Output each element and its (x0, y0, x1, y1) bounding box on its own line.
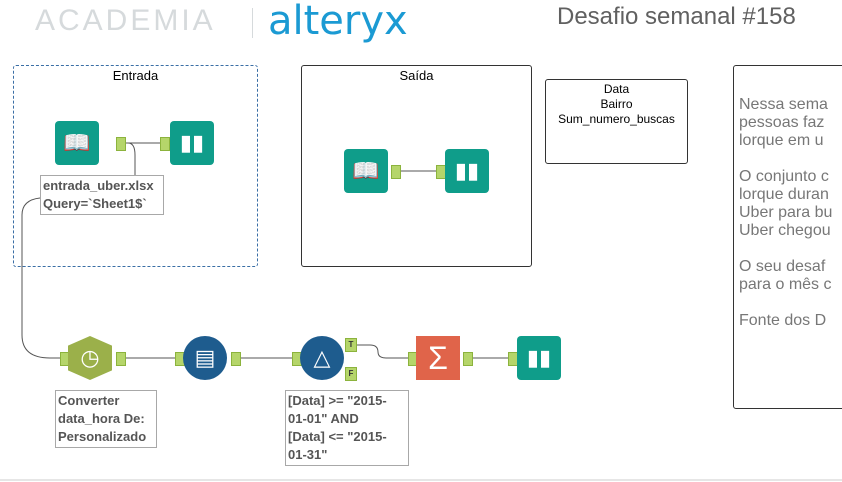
text-line: pessoas faz (739, 114, 825, 131)
text-line: lorque em u (739, 132, 824, 149)
binoculars-icon: ▮▮ (454, 158, 480, 183)
label-line: Personalizado (58, 429, 147, 444)
label-line: Query=`Sheet1$` (43, 196, 147, 211)
output-anchor[interactable] (463, 352, 473, 366)
description-box[interactable]: Nessa sema pessoas faz lorque em u O con… (733, 65, 842, 409)
container-title: Saída (399, 68, 434, 83)
false-anchor[interactable]: F (345, 367, 357, 381)
input-data-tool[interactable]: 📖 (55, 121, 99, 165)
book-icon: 📖 (63, 130, 91, 155)
text-line: Uber para bu (739, 204, 833, 221)
label-line: 01-31" (288, 447, 328, 462)
binoculars-icon: ▮▮ (526, 345, 552, 370)
logo-divider (252, 8, 253, 38)
text-line: O seu desaf (739, 258, 826, 275)
field-name: Bairro (600, 97, 633, 111)
text-line: lorque duran (739, 186, 829, 203)
sigma-icon: Σ (428, 339, 448, 376)
book-icon: 📖 (352, 158, 380, 183)
label-line: [Data] >= "2015- (288, 393, 387, 408)
logo-alteryx: alteryx (268, 0, 408, 44)
output-anchor[interactable] (391, 165, 401, 179)
output-anchor[interactable] (116, 137, 126, 151)
browse-tool[interactable]: ▮▮ (170, 121, 214, 165)
output-anchor[interactable] (116, 352, 126, 366)
select-tool[interactable]: ▤ (183, 336, 227, 380)
container-title: Entrada (112, 68, 159, 83)
text-line: para o mês c (739, 276, 832, 293)
datetime-tool[interactable]: ◷ (68, 336, 112, 380)
label-line: 01-01" AND (288, 411, 359, 426)
comment-box-fields[interactable]: Data Bairro Sum_numero_buscas (545, 79, 688, 164)
input-anchor[interactable] (160, 137, 170, 151)
text-input-tool[interactable]: 📖 (344, 149, 388, 193)
label-line: [Data] <= "2015- (288, 429, 387, 444)
text-line: O conjunto c (739, 168, 829, 185)
logo-academia: ACADEMIA (35, 4, 216, 37)
text-line: Nessa sema (739, 96, 828, 113)
input-tool-label: entrada_uber.xlsx Query=`Sheet1$` (40, 175, 164, 215)
clock-icon: ◷ (80, 345, 100, 370)
browse-tool[interactable]: ▮▮ (517, 336, 561, 380)
field-name: Data (603, 82, 630, 96)
filter-tool-label: [Data] >= "2015- 01-01" AND [Data] <= "2… (285, 390, 409, 466)
text-line: Uber chegou (739, 222, 831, 239)
container-entrada[interactable]: Entrada (13, 65, 258, 267)
summarize-tool[interactable]: Σ (416, 336, 460, 380)
filter-tool[interactable]: △ (300, 336, 344, 380)
datetime-tool-label: Converter data_hora De: Personalizado (55, 390, 157, 448)
browse-tool[interactable]: ▮▮ (445, 149, 489, 193)
field-name: Sum_numero_buscas (558, 112, 675, 126)
container-saida[interactable]: Saída (301, 65, 532, 267)
true-anchor[interactable]: T (345, 338, 357, 352)
binoculars-icon: ▮▮ (179, 130, 205, 155)
output-anchor[interactable] (231, 352, 241, 366)
prism-icon: △ (313, 345, 331, 370)
text-line: Fonte dos D (739, 312, 827, 329)
page-title: Desafio semanal #158 (557, 3, 796, 30)
select-icon: ▤ (194, 345, 216, 370)
label-line: Converter (58, 393, 120, 408)
label-line: entrada_uber.xlsx (43, 178, 154, 193)
label-line: data_hora De: (58, 411, 145, 426)
